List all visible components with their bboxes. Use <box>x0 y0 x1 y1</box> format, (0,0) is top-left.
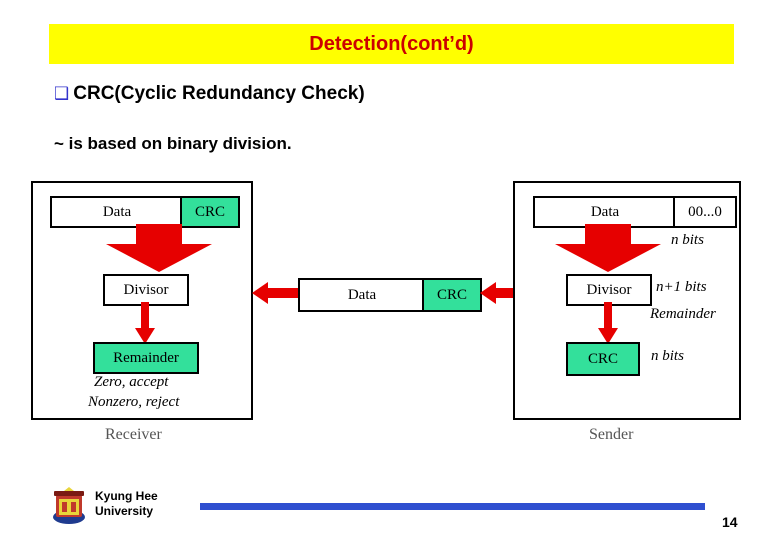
sender-crc-box: CRC <box>566 342 640 376</box>
sub-line-text: ~ is based on binary division. <box>54 134 292 153</box>
receiver-note-zero: Zero, accept <box>94 374 169 390</box>
bullet-square-icon: ❑ <box>54 83 70 104</box>
university-name-line1: Kyung Hee <box>95 489 158 503</box>
bullet-row: ❑ CRC(Cyclic Redundancy Check) <box>54 83 365 105</box>
receiver-down-arrow-icon <box>106 224 212 272</box>
university-name: Kyung Hee University <box>95 489 158 519</box>
receiver-note-nonzero: Nonzero, reject <box>88 394 180 410</box>
sender-zeros-box: 00...0 <box>673 196 737 228</box>
sender-n-plus-1-bits-label: n+1 bits <box>656 279 707 295</box>
bullet-label: CRC(Cyclic Redundancy Check) <box>73 83 365 104</box>
receiver-crc-box: CRC <box>180 196 240 228</box>
receiver-data-box: Data <box>50 196 184 228</box>
sender-divisor-to-crc-arrow-icon <box>598 302 618 344</box>
sender-down-arrow-icon <box>555 224 661 272</box>
footer-divider <box>200 503 705 510</box>
receiver-divisor-to-remainder-arrow-icon <box>135 302 155 344</box>
middle-data-box: Data <box>298 278 426 312</box>
sender-remainder-label: Remainder <box>650 306 716 322</box>
university-crest-icon <box>53 487 85 524</box>
middle-crc-box: CRC <box>422 278 482 312</box>
sender-data-box: Data <box>533 196 677 228</box>
receiver-remainder-box: Remainder <box>93 342 199 374</box>
middle-to-receiver-arrow-icon <box>252 282 298 304</box>
page-title: Detection(cont’d) <box>309 32 474 55</box>
sender-n-bits-bottom-label: n bits <box>651 348 684 364</box>
page-number: 14 <box>722 514 738 530</box>
sender-to-middle-arrow-icon <box>480 282 520 304</box>
university-name-line2: University <box>95 504 154 518</box>
crc-diagram: Data CRC Divisor Remainder Zero, accept … <box>28 178 752 448</box>
sender-caption: Sender <box>589 426 634 443</box>
slide-title-bar: Detection(cont’d) <box>49 24 734 64</box>
receiver-caption: Receiver <box>105 426 162 443</box>
sender-n-bits-top-label: n bits <box>671 232 704 248</box>
